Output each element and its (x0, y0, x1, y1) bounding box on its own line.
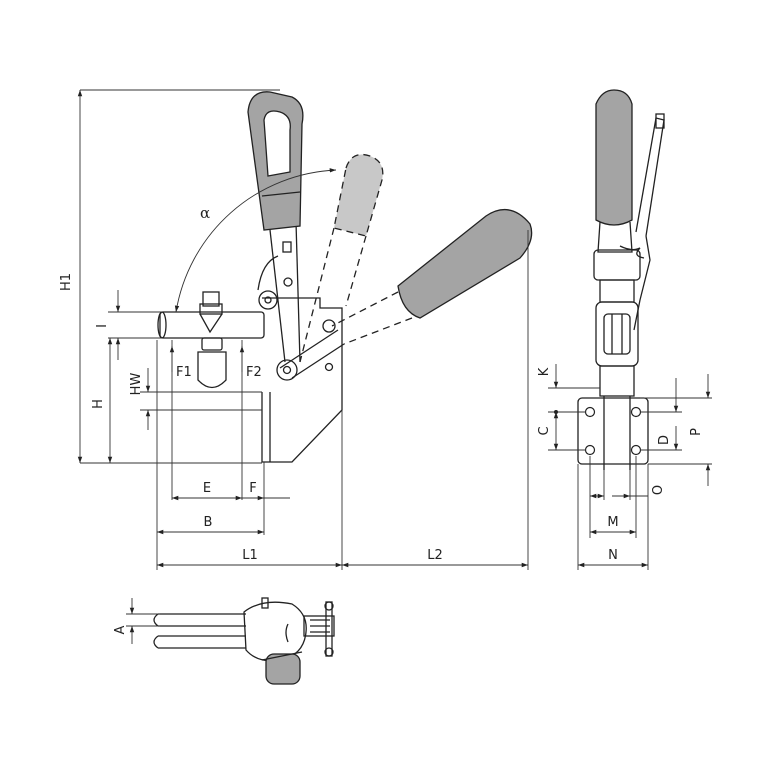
label-M: M (607, 515, 618, 530)
label-F: F (249, 481, 256, 496)
label-H1: H1 (59, 273, 74, 291)
label-H: H (91, 399, 106, 409)
label-E: E (203, 481, 211, 496)
front-base-plate (577, 397, 649, 465)
handle-grip-dashed (333, 153, 384, 237)
spindle-pad (197, 351, 227, 389)
label-B: B (204, 515, 213, 530)
label-K: K (537, 367, 552, 376)
base-body (261, 297, 343, 463)
label-F2: F2 (246, 365, 262, 380)
label-C: C (537, 426, 552, 435)
label-F1: F1 (176, 365, 192, 380)
label-HW: HW (129, 373, 144, 396)
front-handle-grip (595, 89, 633, 226)
label-N: N (608, 548, 618, 563)
spindle-arm (159, 311, 265, 339)
side-view: α H1 I H HW F1 F2 E (59, 89, 533, 570)
label-L2: L2 (427, 548, 443, 563)
label-A: A (113, 625, 128, 634)
top-view-grip (265, 653, 301, 685)
front-view: K C D P O M N (537, 89, 712, 570)
label-L1: L1 (242, 548, 258, 563)
label-O: O (651, 485, 666, 495)
top-view-body (243, 601, 307, 662)
top-view: A (113, 597, 335, 685)
label-I: I (95, 324, 110, 328)
label-D: D (657, 435, 672, 445)
label-P: P (689, 428, 704, 436)
label-alpha: α (200, 204, 210, 222)
handle-grip-open (397, 208, 533, 319)
